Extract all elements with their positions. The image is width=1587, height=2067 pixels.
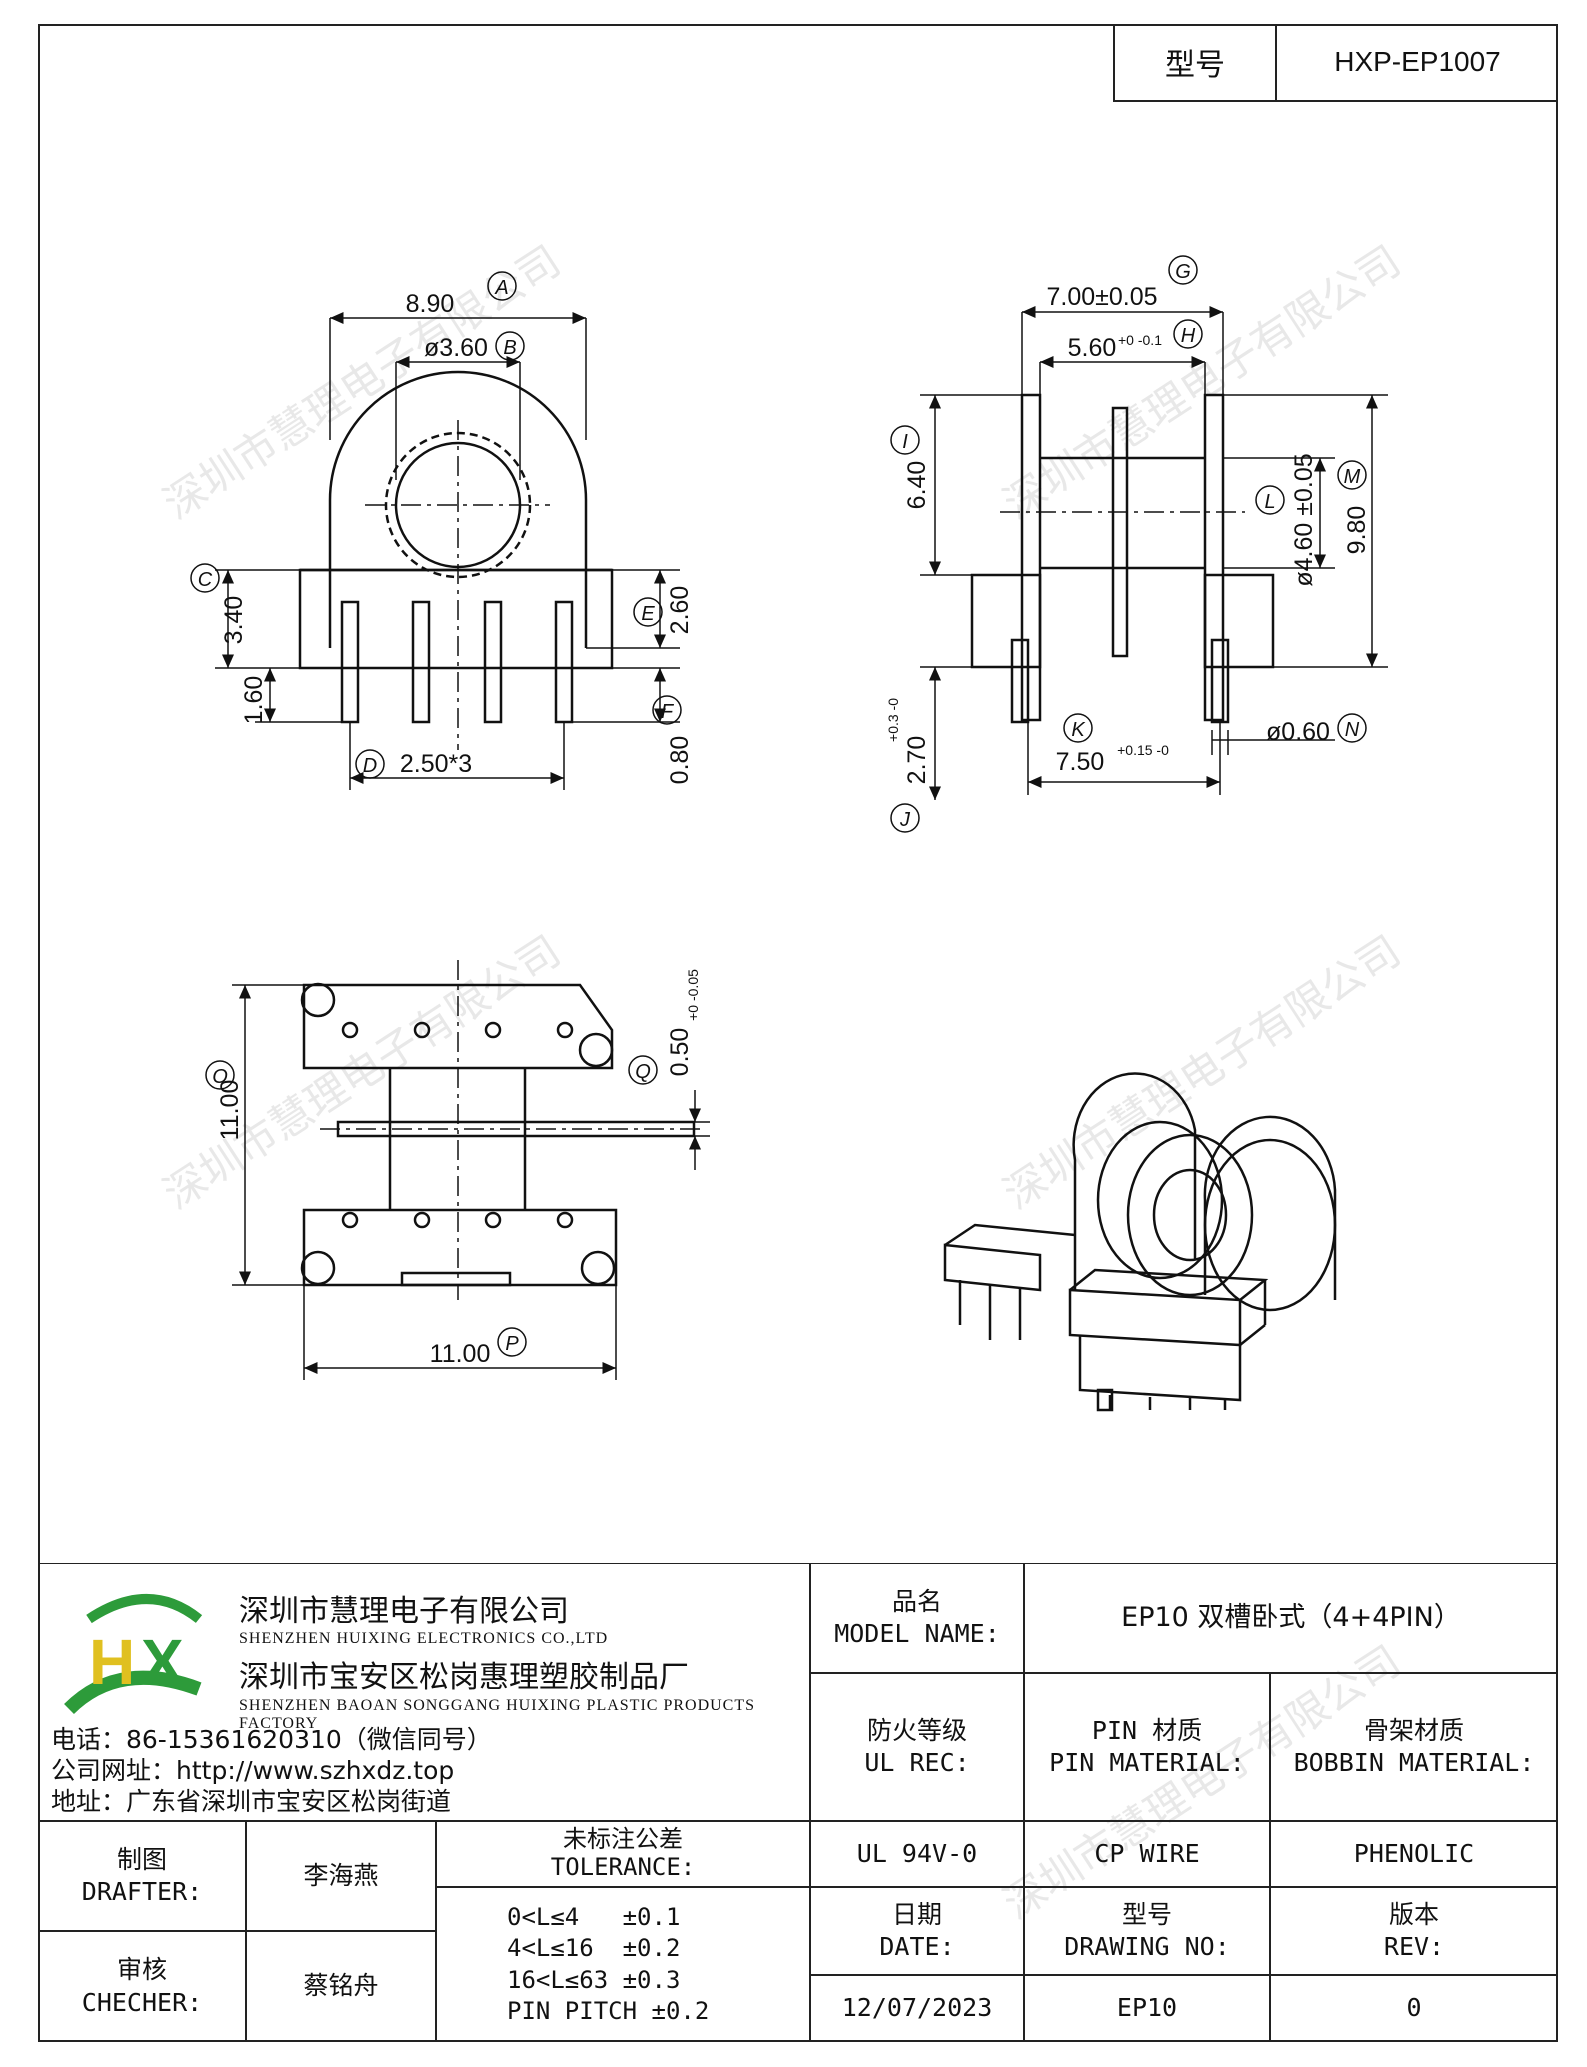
- tag-i: I: [902, 431, 908, 453]
- rev-value: 0: [1270, 1975, 1558, 2042]
- tag-j: J: [899, 809, 911, 831]
- model-name-label: 品名 MODEL NAME:: [810, 1563, 1024, 1673]
- tolerance-table: 0<L≤4 ±0.1 4<L≤16 ±0.2 16<L≤63 ±0.3 PIN …: [436, 1887, 810, 2042]
- company-name-en: SHENZHEN HUIXING ELECTRONICS CO.,LTD: [239, 1630, 609, 1647]
- tag-a: A: [494, 277, 508, 299]
- tag-p: P: [505, 1333, 519, 1355]
- tag-g: G: [1175, 261, 1191, 283]
- tag-o: O: [212, 1066, 228, 1088]
- dim-m: 9.80: [1343, 506, 1371, 555]
- front-view: [298, 370, 614, 750]
- drafter-label: 制图 DRAFTER:: [38, 1821, 246, 1931]
- tag-q: Q: [635, 1061, 651, 1083]
- date-label: 日期 DATE:: [810, 1887, 1024, 1975]
- tag-k: K: [1071, 719, 1086, 741]
- dim-n: ø0.60: [1266, 718, 1330, 746]
- top-view: [300, 960, 700, 1300]
- drafter-value: 李海燕: [246, 1821, 436, 1931]
- dim-d: 2.50*3: [400, 750, 472, 778]
- tag-l: L: [1264, 491, 1275, 513]
- tag-n: N: [1345, 719, 1360, 741]
- website: 公司网址：http://www.szhxdz.top: [51, 1756, 455, 1785]
- dim-i: 6.40: [903, 461, 931, 510]
- address: 地址：广东省深圳市宝安区松岗街道: [51, 1787, 452, 1816]
- model-header: 型号 HXP-EP1007: [1113, 24, 1558, 102]
- dim-f: 0.80: [666, 736, 694, 785]
- dim-h-tolerance: +0 -0.1: [1118, 332, 1162, 348]
- ul-rec-value: UL 94V-0: [810, 1821, 1024, 1887]
- pin-material-label: PIN 材质 PIN MATERIAL:: [1024, 1673, 1270, 1821]
- ul-rec-label: 防火等级 UL REC:: [810, 1673, 1024, 1821]
- dim-pin-length: 1.60: [240, 676, 268, 725]
- dim-h: 5.60: [1068, 334, 1117, 362]
- tag-h: H: [1181, 325, 1196, 347]
- company-panel: H X HX 深圳市慧理电子有限公司 SHENZHEN HUIXING ELEC…: [38, 1563, 810, 1821]
- tag-c: C: [198, 569, 213, 591]
- dim-q-tolerance: +0 -0.05: [685, 969, 701, 1021]
- title-block: H X HX 深圳市慧理电子有限公司 SHENZHEN HUIXING ELEC…: [38, 1563, 1558, 2042]
- pin-material-value: CP WIRE: [1024, 1821, 1270, 1887]
- checker-label: 审核 CHECHER:: [38, 1931, 246, 2042]
- bobbin-material-label: 骨架材质 BOBBIN MATERIAL:: [1270, 1673, 1558, 1821]
- bobbin-material-value: PHENOLIC: [1270, 1821, 1558, 1887]
- svg-text:X: X: [141, 1626, 184, 1698]
- phone: 电话：86-15361620310（微信同号）: [51, 1725, 492, 1754]
- dim-a: 8.90: [406, 290, 455, 318]
- isometric-view: [943, 1072, 1337, 1412]
- tolerance-label: 未标注公差 TOLERANCE:: [436, 1821, 810, 1887]
- model-name-value: EP10 双槽卧式（4+4PIN）: [1024, 1563, 1558, 1673]
- dim-q: 0.50: [666, 1028, 694, 1077]
- dim-e: 2.60: [666, 586, 694, 635]
- tag-f: F: [661, 701, 675, 723]
- svg-text:H: H: [89, 1626, 135, 1698]
- dim-p: 11.00: [430, 1340, 491, 1368]
- technical-drawing: 8.90 A ø3.60 B 3.40 C 1.60 2.50*3 D 2.60…: [190, 255, 1388, 1412]
- tag-m: M: [1344, 466, 1361, 488]
- company-logo: H X HX: [64, 1594, 203, 1715]
- dim-c: 3.40: [220, 596, 248, 645]
- date-value: 12/07/2023: [810, 1975, 1024, 2042]
- company-name-cn: 深圳市慧理电子有限公司: [239, 1594, 569, 1629]
- tag-b: B: [503, 337, 516, 359]
- checker-value: 蔡铭舟: [246, 1931, 436, 2042]
- rev-label: 版本 REV:: [1270, 1887, 1558, 1975]
- dim-k: 7.50: [1056, 748, 1105, 776]
- side-view: [970, 393, 1275, 724]
- factory-name-cn: 深圳市宝安区松岗惠理塑胶制品厂: [239, 1660, 689, 1695]
- model-value: HXP-EP1007: [1334, 46, 1501, 77]
- dim-j: 2.70: [903, 736, 931, 785]
- tag-e: E: [641, 603, 655, 625]
- factory-name-en: SHENZHEN BAOAN SONGGANG HUIXING PLASTIC …: [239, 1697, 756, 1732]
- dim-l: ø4.60 ±0.05: [1290, 453, 1318, 586]
- tag-d: D: [363, 755, 377, 777]
- model-label: 型号: [1115, 24, 1277, 100]
- dim-g: 7.00±0.05: [1046, 283, 1157, 311]
- drawing-no-value: EP10: [1024, 1975, 1270, 2042]
- dim-j-tolerance: +0.3 -0: [885, 698, 901, 742]
- drawing-no-label: 型号 DRAWING NO:: [1024, 1887, 1270, 1975]
- dim-o: 11.00: [216, 1080, 244, 1141]
- dim-b: ø3.60: [424, 334, 488, 362]
- dim-k-tolerance: +0.15 -0: [1117, 742, 1169, 758]
